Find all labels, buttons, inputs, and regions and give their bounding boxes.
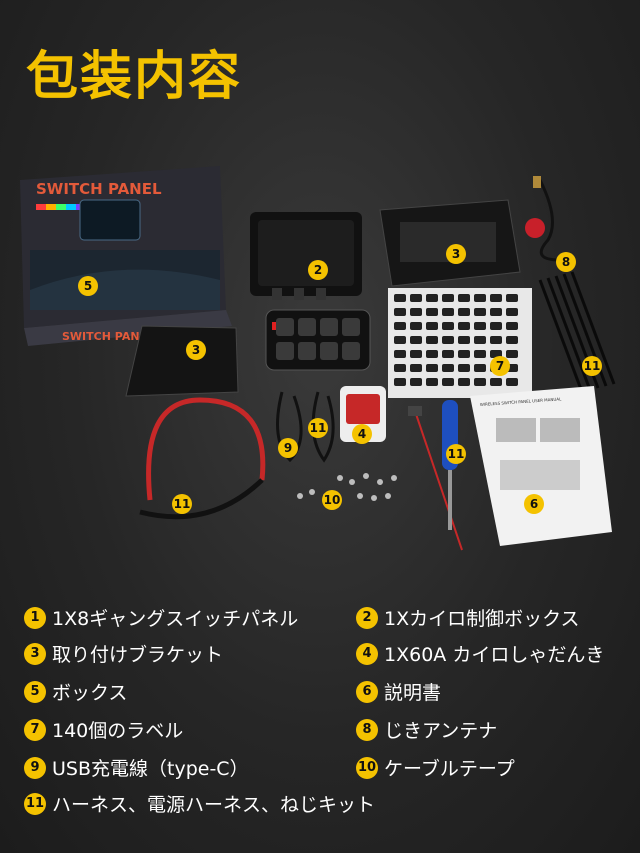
list-item: 2 1Xカイロ制御ボックス — [356, 604, 580, 631]
item-label: ハーネス、電源ハーネス、ねじキット — [52, 794, 376, 816]
list-item: 9 USB充電線（type-C） — [24, 754, 249, 781]
list-item: 8 じきアンテナ — [356, 716, 497, 743]
item-label: 1Xカイロ制御ボックス — [384, 608, 580, 630]
control-box — [250, 212, 362, 300]
item-label: 140個のラベル — [52, 720, 184, 742]
badge: 11 — [172, 494, 192, 514]
screw-kit — [297, 473, 397, 501]
item-number-badge: 9 — [24, 756, 46, 779]
badge: 6 — [524, 494, 544, 514]
list-item: 7 140個のラベル — [24, 716, 183, 743]
item-label: USB充電線（type-C） — [52, 758, 249, 780]
item-number-badge: 5 — [24, 680, 46, 703]
badge: 11 — [308, 418, 328, 438]
list-item: 5 ボックス — [24, 678, 127, 705]
list-item: 10 ケーブルテープ — [356, 754, 515, 781]
circuit-breaker — [340, 386, 386, 442]
item-label: 取り付けブラケット — [52, 644, 224, 666]
mounting-bracket-large — [379, 199, 521, 287]
badge: 8 — [556, 252, 576, 272]
badge: 11 — [582, 356, 602, 376]
package-illustration: SWITCH PANEL SWITCH PANEL — [20, 166, 616, 551]
cable-ties — [538, 271, 616, 393]
item-number-badge: 6 — [356, 680, 378, 703]
item-label: 説明書 — [384, 682, 442, 704]
mounting-bracket-small — [125, 325, 239, 397]
badge: 11 — [446, 444, 466, 464]
fuse-wire — [408, 406, 463, 551]
badge: 7 — [490, 356, 510, 376]
badge: 10 — [322, 490, 342, 510]
list-item: 1 1X8ギャングスイッチパネル — [24, 604, 298, 631]
item-number-badge: 7 — [24, 718, 46, 741]
item-number-badge: 1 — [24, 606, 46, 629]
item-number-badge: 3 — [24, 642, 46, 665]
label-sheet — [388, 288, 532, 398]
package-contents-photo: SWITCH PANEL SWITCH PANEL — [0, 160, 640, 560]
list-item: 4 1X60A カイロしゃだんき — [356, 640, 604, 667]
item-number-badge: 2 — [356, 606, 378, 629]
box-side-text: SWITCH PANEL — [62, 330, 154, 343]
box-title-text: SWITCH PANEL — [36, 180, 162, 198]
badge: 9 — [278, 438, 298, 458]
badge: 5 — [78, 276, 98, 296]
usb-cable — [276, 391, 303, 463]
item-number-badge: 10 — [356, 756, 378, 779]
item-label: 1X8ギャングスイッチパネル — [52, 608, 299, 630]
user-manual: WIRELESS SWITCH PANEL USER MANUAL — [470, 386, 612, 546]
item-label: ボックス — [52, 682, 128, 704]
badge: 4 — [352, 424, 372, 444]
item-number-badge: 11 — [24, 792, 46, 815]
screwdriver — [442, 400, 458, 530]
item-label: じきアンテナ — [384, 720, 498, 742]
manual-title-text: WIRELESS SWITCH PANEL USER MANUAL — [480, 396, 562, 407]
power-harness — [139, 397, 266, 520]
page-title: 包装内容 — [26, 47, 243, 107]
item-number-badge: 8 — [356, 718, 378, 741]
item-label: ケーブルテープ — [384, 758, 515, 780]
badge: 2 — [308, 260, 328, 280]
switch-panel-box: SWITCH PANEL SWITCH PANEL — [20, 166, 232, 346]
gang-switch-panel — [265, 309, 371, 371]
item-number-badge: 4 — [356, 642, 378, 665]
item-label: 1X60A カイロしゃだんき — [384, 644, 605, 666]
badge: 3 — [446, 244, 466, 264]
badge: 3 — [186, 340, 206, 360]
antenna — [525, 176, 561, 262]
list-item: 6 説明書 — [356, 678, 441, 705]
wire-harness-coil — [311, 391, 335, 463]
list-item: 3 取り付けブラケット — [24, 640, 223, 667]
list-item: 11 ハーネス、電源ハーネス、ねじキット — [24, 790, 375, 817]
